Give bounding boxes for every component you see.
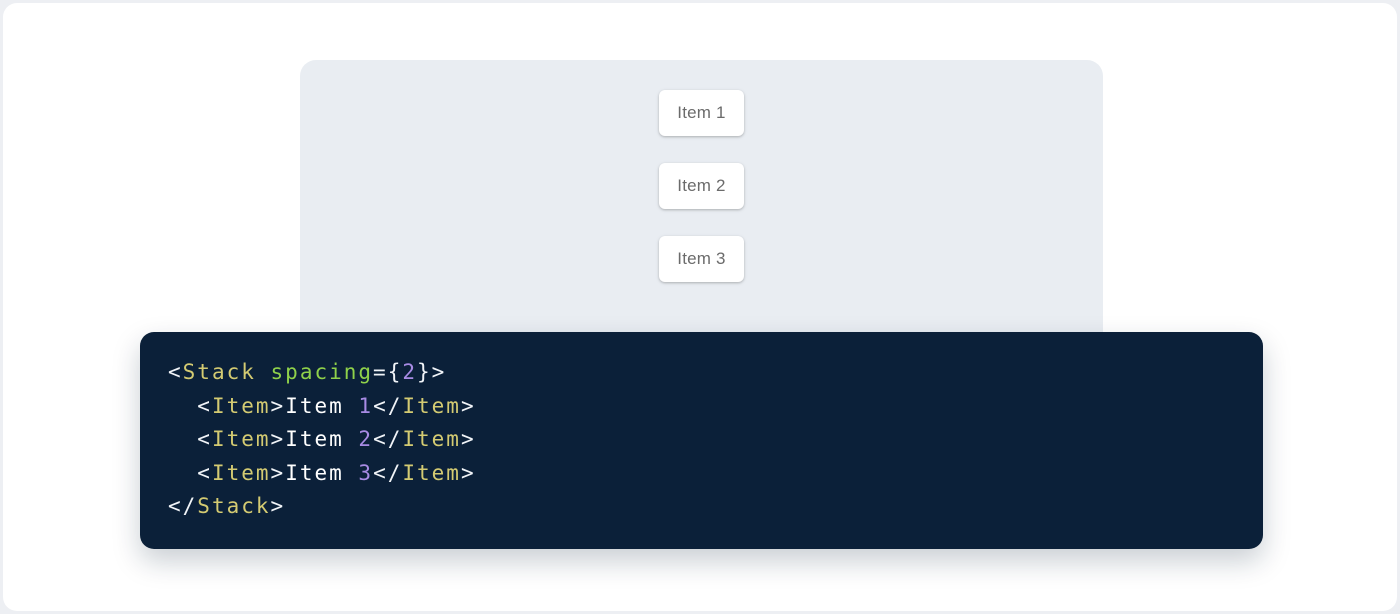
code-token-tag: Item <box>211 427 271 452</box>
stack-item-label: Item 2 <box>677 176 726 195</box>
code-token-tag: Item <box>402 393 461 418</box>
code-token-punc: </ <box>373 460 403 485</box>
code-token-punc: { <box>387 360 403 384</box>
code-token-plain <box>168 427 197 451</box>
code-token-plain <box>168 394 197 418</box>
code-token-plain <box>256 360 271 384</box>
code-token-tag: Item <box>402 460 461 485</box>
code-token-punc: > <box>460 427 476 452</box>
demo-panel: Item 1 Item 2 Item 3 <box>300 60 1103 353</box>
code-token-punc: > <box>460 393 476 418</box>
code-token-tag: Stack <box>182 360 256 384</box>
code-token-tag: Item <box>402 427 461 452</box>
code-pre: <Stack spacing={2}> <Item>Item 1</Item> … <box>168 356 1235 524</box>
code-block: <Stack spacing={2}> <Item>Item 1</Item> … <box>140 332 1263 549</box>
code-token-plain: Item <box>285 393 359 418</box>
code-token-punc: < <box>197 460 212 485</box>
code-token-punc: > <box>270 393 286 418</box>
code-token-punc: </ <box>168 494 198 519</box>
code-token-tag: Stack <box>197 494 271 519</box>
stack-item-label: Item 3 <box>677 249 726 268</box>
code-token-plain: Item <box>285 427 359 452</box>
code-token-punc: </ <box>373 393 403 418</box>
stack-item-card: Item 3 <box>659 236 744 282</box>
code-token-plain <box>168 461 197 485</box>
page-surface: Item 1 Item 2 Item 3 <Stack spacing={2}>… <box>3 3 1397 611</box>
stack-item-label: Item 1 <box>677 103 726 122</box>
code-token-num: 1 <box>358 393 374 418</box>
code-token-punc: < <box>197 393 212 418</box>
code-token-num: 2 <box>358 427 374 452</box>
code-token-punc: < <box>197 427 212 452</box>
code-token-attr: spacing <box>270 360 374 384</box>
code-token-punc: = <box>373 360 388 384</box>
code-line: <Stack spacing={2}> <box>168 356 1235 390</box>
code-token-tag: Item <box>211 393 271 418</box>
code-token-punc: > <box>270 494 286 519</box>
code-line: <Item>Item 3</Item> <box>168 457 1235 491</box>
code-token-punc: </ <box>373 427 403 452</box>
stack-item-card: Item 1 <box>659 90 744 136</box>
code-token-punc: > <box>270 427 286 452</box>
code-line: <Item>Item 1</Item> <box>168 390 1235 424</box>
code-token-punc: < <box>168 360 183 384</box>
code-token-num: 3 <box>358 460 374 485</box>
code-token-num: 2 <box>402 360 418 384</box>
stack-demo: Item 1 Item 2 Item 3 <box>300 60 1103 282</box>
stack-item-card: Item 2 <box>659 163 744 209</box>
code-line: <Item>Item 2</Item> <box>168 423 1235 457</box>
code-token-punc: }> <box>417 360 447 384</box>
code-token-punc: > <box>270 460 286 485</box>
code-line: </Stack> <box>168 490 1235 524</box>
code-token-punc: > <box>460 460 476 485</box>
code-token-tag: Item <box>211 460 271 485</box>
code-token-plain: Item <box>285 460 359 485</box>
